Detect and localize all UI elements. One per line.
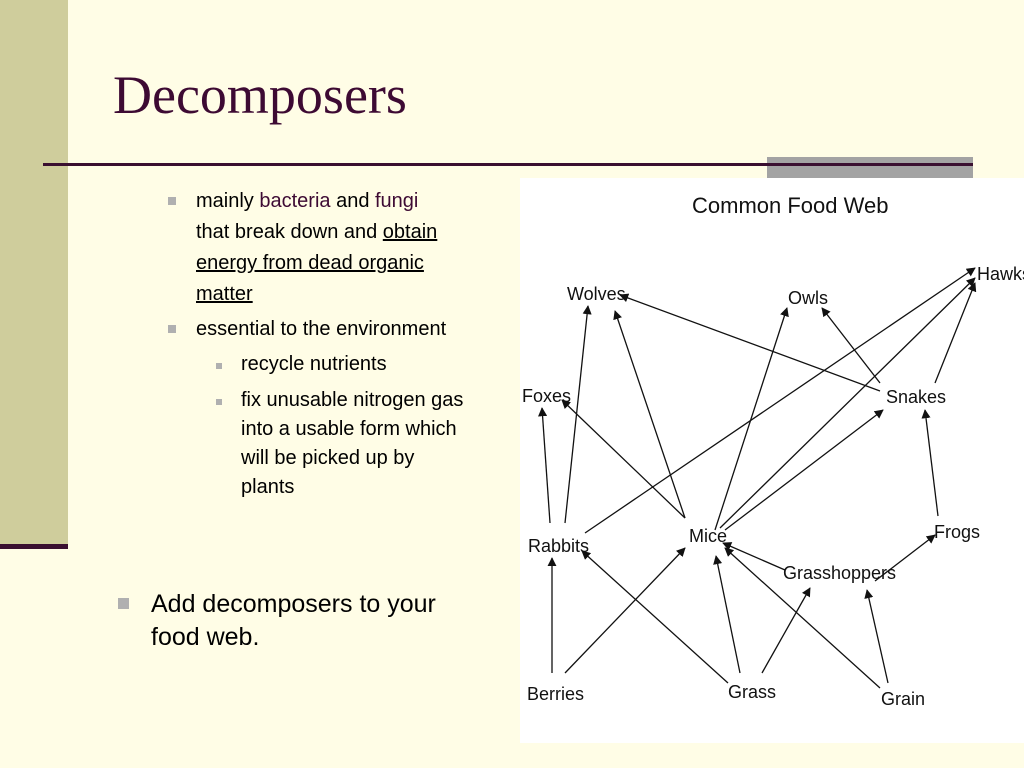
arrow-grass-mice [713,555,741,674]
node-hawks: Hawks [977,264,1024,284]
bullet-text: essential to the environment [196,318,447,340]
sidebar-decoration [0,0,68,548]
arrow-mice-owls [714,307,789,531]
node-berries: Berries [527,684,584,704]
arrow-rabbits-hawks [584,267,976,534]
title-rule [43,163,973,166]
arrow-snakes-wolves [619,293,881,392]
arrow-rabbits-foxes [538,407,551,524]
bullet-text: mainly [196,190,260,212]
underlined-text: energy from dead organic [196,252,424,274]
arrow-frogs-snakes [921,409,939,517]
node-snakes: Snakes [886,387,946,407]
arrow-snakes-hawks [934,282,977,384]
sidebar-cap [0,544,68,549]
bullet-square [168,325,176,333]
bullet-text: that break down and [196,221,383,243]
node-rabbits: Rabbits [528,536,589,556]
arrow-grass-rabbits [581,550,729,684]
subbullet-square [216,363,222,369]
main-bullet-text: food web. [151,623,260,651]
underlined-text: obtain [382,221,438,243]
underlined-text: matter [196,283,253,305]
arrow-grasshoppers-frogs [874,534,936,582]
subbullet-text: will be picked up by [241,447,415,469]
bullet-square [168,197,176,205]
arrow-grain-mice [724,547,881,689]
arrow-grain-grasshoppers [864,589,889,684]
arrow-mice-wolves [613,310,686,519]
subbullet-square [216,399,222,405]
arrow-snakes-owls [821,307,881,384]
food-web-title: Common Food Web [692,193,888,218]
bacteria-term: bacteria [259,190,331,212]
bullet-line: that break down and obtain [196,217,437,248]
slide-title: Decomposers [113,65,407,125]
arrow-grass-grasshoppers [761,587,811,674]
subbullet-text: into a usable form which [241,418,457,440]
main-bullet-text: Add decomposers to your [151,590,436,618]
node-wolves: Wolves [567,284,626,304]
node-owls: Owls [788,288,828,308]
node-grass: Grass [728,682,776,702]
arrow-mice-hawks [719,277,976,529]
node-mice: Mice [689,526,727,546]
bullet-square [118,598,129,609]
food-web-diagram: Common Food Web Wolves Owls Hawks Foxes … [520,178,1024,743]
node-frogs: Frogs [934,522,980,542]
bullet-line: mainly bacteria and fungi [196,186,418,217]
fungi-term: fungi [375,190,419,212]
arrow-rabbits-wolves [564,305,592,524]
food-web-svg: Common Food Web Wolves Owls Hawks Foxes … [522,193,1024,709]
arrow-mice-snakes [724,409,884,531]
title-rule-accent [767,157,973,179]
node-grasshoppers: Grasshoppers [783,563,896,583]
node-grain: Grain [881,689,925,709]
subbullet-text: recycle nutrients [241,353,387,375]
bullet-text: and [330,190,375,212]
subbullet-text: plants [241,476,295,498]
arrow-grasshoppers-mice [722,542,786,571]
subbullet-text: fix unusable nitrogen gas [241,389,464,411]
node-foxes: Foxes [522,386,571,406]
arrow-mice-foxes [561,399,686,519]
arrow-berries-mice [564,547,686,674]
